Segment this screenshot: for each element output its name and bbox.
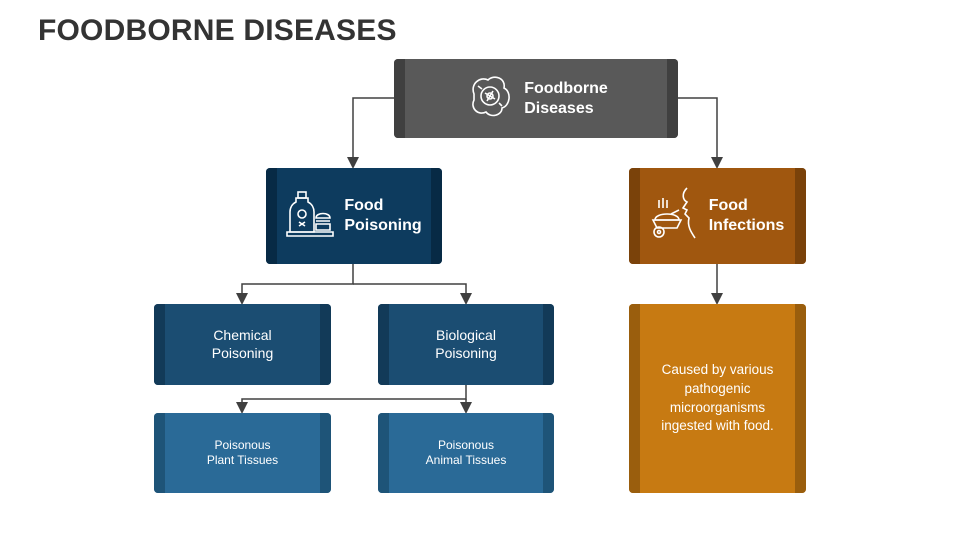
bacteria-icon xyxy=(464,70,516,127)
node-poisonous-animal-tissues: Poisonous Animal Tissues xyxy=(378,413,554,493)
connector-biological-to-plant xyxy=(236,385,467,414)
node-chemical-poisoning-label: Chemical Poisoning xyxy=(211,327,274,361)
node-food-infections: Food Infections xyxy=(629,168,806,264)
node-biological-poisoning-label: Biological Poisoning xyxy=(435,327,497,361)
connector-food-poisoning-to-biological xyxy=(353,283,472,305)
node-food-poisoning: Food Poisoning xyxy=(266,168,442,264)
node-foodborne-diseases: Foodborne Diseases xyxy=(394,59,678,138)
poison-bottle-food-icon xyxy=(286,188,335,245)
node-poisonous-plant-tissues-label: Poisonous Plant Tissues xyxy=(206,438,279,467)
node-biological-poisoning: Biological Poisoning xyxy=(378,304,554,385)
person-eating-icon xyxy=(651,186,701,247)
connector-root-to-food-poisoning xyxy=(347,97,394,169)
node-poisonous-plant-tissues: Poisonous Plant Tissues xyxy=(154,413,331,493)
page-title: FOODBORNE DISEASES xyxy=(38,14,397,47)
node-food-poisoning-label: Food Poisoning xyxy=(344,197,422,234)
node-foodborne-diseases-label: Foodborne Diseases xyxy=(524,79,608,117)
food-infections-description-text: Caused by various pathogenic microorgani… xyxy=(661,361,774,434)
node-chemical-poisoning: Chemical Poisoning xyxy=(154,304,331,385)
node-food-infections-label: Food Infections xyxy=(708,197,785,234)
connector-food-poisoning-to-chemical xyxy=(236,264,354,305)
node-food-infections-description: Caused by various pathogenic microorgani… xyxy=(629,304,806,493)
connector-root-to-food-infections xyxy=(678,97,723,169)
node-poisonous-animal-tissues-label: Poisonous Animal Tissues xyxy=(425,438,507,467)
